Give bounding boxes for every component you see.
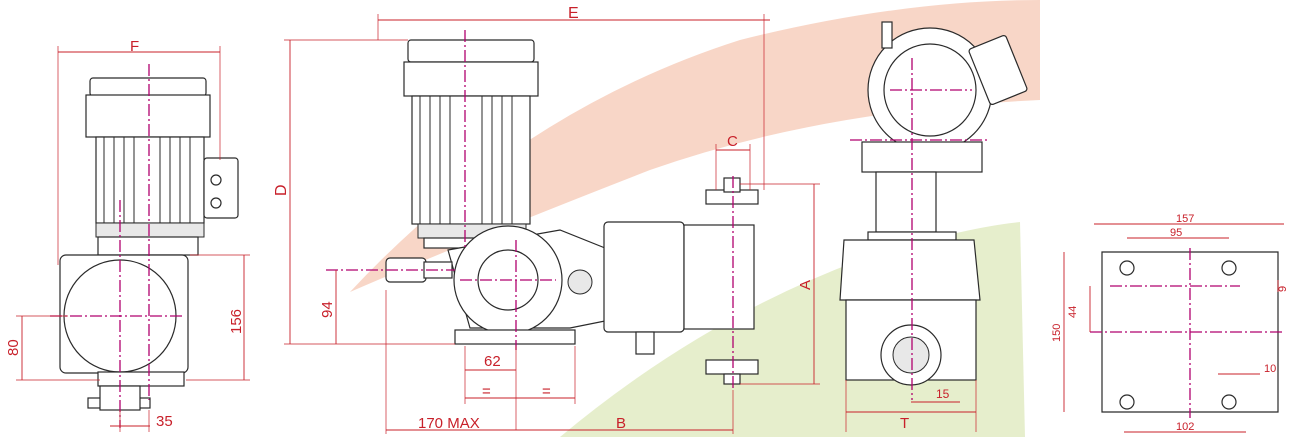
rear-cable-gland [881,21,893,49]
rear-port-inner [892,336,930,374]
label-102: 102 [1176,421,1194,433]
motor-cap [89,77,207,97]
label-35: 35 [156,413,173,430]
label-156: 156 [228,309,245,334]
front-motor-body [411,95,531,225]
front-base [454,329,576,345]
label-10: 10 [1264,363,1276,375]
rear-flange [861,141,983,173]
terminal-screw-1 [210,174,222,186]
front-view: E D 94 62 = = 170 MAX B C A [273,5,820,434]
motor-top [85,94,211,138]
label-62: 62 [484,353,501,370]
label-80: 80 [5,339,22,356]
front-motor-cap [407,39,535,63]
label-94: 94 [319,301,336,318]
motor-fins [103,137,191,223]
label-15: 15 [936,387,950,401]
drain-fitting [635,331,655,355]
pump-head-housing [603,221,685,333]
label-C: C [727,133,738,150]
label-44: 44 [1067,306,1079,318]
gearbox-base [97,371,185,387]
label-9: 9 [1277,286,1289,292]
base-hole-br [1221,394,1237,410]
terminal-screw-2 [210,197,222,209]
front-motor-fins [419,96,513,224]
base-hole-bl [1119,394,1135,410]
motor-flange [95,222,205,238]
rear-view: T 15 [839,21,1028,432]
side-view: F 80 156 35 [5,38,250,432]
label-D: D [273,184,290,196]
base-hole-tr [1221,260,1237,276]
label-A: A [797,280,814,290]
rear-adapter [875,171,937,233]
label-95: 95 [1170,227,1182,239]
label-eq1: = [482,383,491,400]
label-E: E [568,5,579,22]
pump-bottom-nozzle [723,373,741,385]
label-T: T [900,415,909,432]
base-hole-tl [1119,260,1135,276]
rear-housing-upper [839,239,981,301]
pump-head [683,224,755,330]
label-157: 157 [1176,213,1194,225]
adapter [97,236,199,256]
label-F: F [130,38,139,55]
base-plate: 157 95 9 44 150 10 102 [1051,213,1289,433]
motor-body [95,136,205,224]
label-150: 150 [1051,324,1063,342]
gear-hub [567,269,593,295]
pump-bottom-valve [705,359,759,375]
terminal-box [203,157,239,219]
label-B: B [616,415,626,432]
label-eq2: = [542,383,551,400]
front-motor-top [403,61,539,97]
pump-top-nozzle [723,177,741,193]
label-170-max: 170 MAX [418,415,480,432]
rear-terminal-box [968,34,1028,106]
